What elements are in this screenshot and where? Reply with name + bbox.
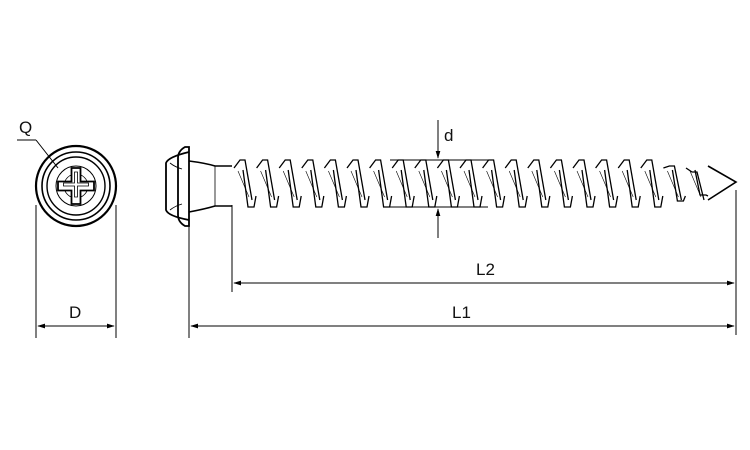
thread-tooth — [346, 159, 370, 208]
head-end-view — [34, 144, 118, 228]
thread-shading — [576, 170, 589, 198]
thread-shading — [260, 170, 272, 198]
thread-shading — [395, 170, 408, 198]
thread-tooth — [436, 159, 461, 208]
thread-shading — [441, 170, 453, 198]
label-l1: L1 — [452, 303, 471, 322]
thread-shading — [554, 170, 566, 198]
thread-tooth — [527, 159, 551, 208]
thread-shading — [689, 170, 702, 198]
thread-tooth — [572, 159, 596, 208]
thread-shading — [621, 170, 634, 198]
thread-tooth — [685, 167, 709, 201]
thread-shading — [667, 170, 679, 198]
thread-tooth — [504, 159, 528, 208]
thread-tooth — [323, 159, 348, 208]
thread-tooth — [256, 159, 280, 208]
thread-tooth — [482, 159, 506, 208]
thread-tooth — [391, 159, 415, 208]
thread-tooth — [459, 159, 483, 208]
thread-tooth — [414, 159, 438, 208]
thread-shading — [531, 170, 544, 198]
label-q: Q — [19, 118, 32, 137]
thread-tooth — [301, 159, 325, 208]
label-d-head: D — [69, 303, 81, 322]
thread-tooth — [369, 159, 393, 208]
thread-shading — [373, 170, 385, 198]
label-d-thread: d — [444, 126, 453, 145]
thread-tooth — [278, 159, 302, 208]
thread-tooth — [233, 159, 257, 208]
thread-shading — [508, 170, 521, 198]
thread-tooth — [595, 159, 619, 208]
label-l2: L2 — [476, 260, 495, 279]
thread-shading — [644, 170, 657, 198]
thread-shading — [350, 170, 363, 198]
thread-shading — [328, 170, 340, 198]
thread-shading — [463, 170, 476, 198]
thread-shading — [237, 170, 250, 198]
thread-tooth — [663, 165, 687, 202]
screw-side-view — [165, 146, 738, 227]
thread-tooth — [617, 159, 641, 208]
thread-shading — [282, 170, 295, 198]
thread-shading — [599, 170, 611, 198]
thread-shading — [418, 170, 431, 198]
thread-shading — [305, 170, 318, 198]
thread-tooth — [640, 159, 664, 208]
thread-tooth — [549, 159, 574, 208]
thread-shading — [486, 170, 498, 198]
phillips-recess-icon — [57, 167, 95, 205]
